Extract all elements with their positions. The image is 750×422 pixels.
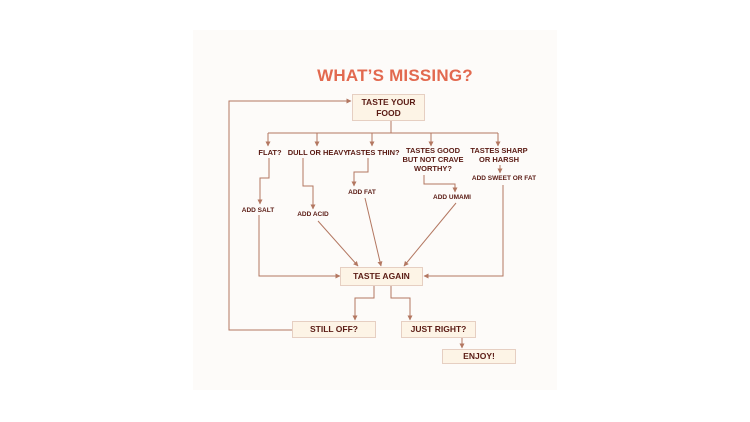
fix-acid: ADD ACID [297, 211, 329, 218]
just-right-box: JUST RIGHT? [401, 321, 476, 338]
arrow-salt-to-again [258, 215, 341, 279]
problem-good: TASTES GOOD BUT NOT CRAVE WORTHY? [402, 146, 464, 173]
problem-flat: FLAT? [258, 148, 282, 157]
start-box: TASTE YOUR FOOD [352, 94, 425, 121]
arrow-umami-to-again [403, 202, 457, 267]
just-right-label: JUST RIGHT? [410, 324, 467, 335]
taste-again-box: TASTE AGAIN [340, 267, 423, 286]
arrow-thin-to-fat [351, 158, 369, 187]
arrow-again-to-justright [390, 286, 413, 321]
fix-fat: ADD FAT [348, 189, 376, 196]
arrow-again-to-stilloff [352, 286, 375, 321]
still-off-box: STILL OFF? [292, 321, 376, 338]
arrow-fat-to-again [364, 197, 383, 267]
start-label: TASTE YOUR FOOD [361, 96, 416, 118]
arrow-good-to-umami [423, 175, 458, 193]
arrow-flat-to-salt [257, 158, 270, 205]
taste-again-label: TASTE AGAIN [353, 271, 410, 282]
arrow-sweet-to-again [423, 185, 504, 279]
arrow-dull-to-acid [302, 158, 316, 210]
problem-sharp: TASTES SHARP OR HARSH [470, 146, 528, 164]
problem-dull: DULL OR HEAVY [287, 148, 349, 157]
problem-thin: TASTES THIN? [346, 148, 400, 157]
still-off-label: STILL OFF? [309, 324, 358, 335]
enjoy-label: ENJOY! [463, 351, 495, 362]
fix-umami: ADD UMAMI [433, 194, 471, 201]
enjoy-box: ENJOY! [442, 349, 516, 364]
page-title: WHAT’S MISSING? [317, 66, 473, 85]
arrow-acid-to-again [317, 220, 359, 267]
arrow-loop-back [228, 98, 352, 331]
fix-salt: ADD SALT [241, 207, 275, 214]
fix-sweet-or-fat: ADD SWEET OR FAT [471, 175, 537, 182]
